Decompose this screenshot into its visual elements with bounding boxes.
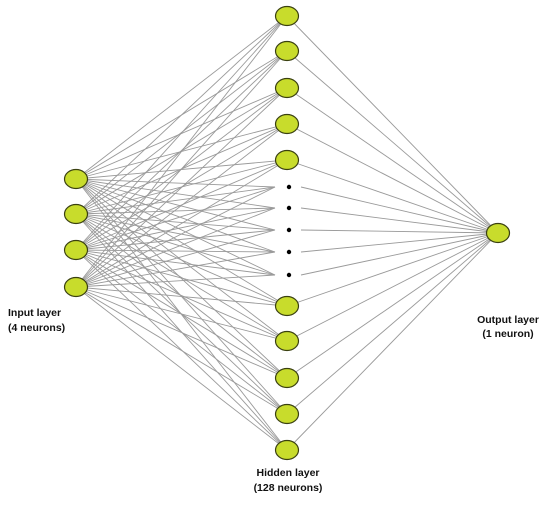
output-neuron: [485, 222, 511, 244]
hidden-neuron: [274, 77, 300, 99]
connection-input-hidden: [75, 251, 276, 288]
hidden-neuron: [274, 367, 300, 389]
hidden-neuron: [274, 403, 300, 425]
connection-input-hidden: [75, 213, 288, 379]
output-layer-title: Output layer: [477, 314, 539, 326]
connection-input-hidden: [75, 229, 276, 288]
input-neuron: [63, 203, 89, 225]
connection-input-hidden: [75, 213, 276, 253]
connection-input-hidden: [75, 15, 288, 288]
connection-hidden-output: [286, 123, 499, 234]
connection-hidden-output: [286, 50, 499, 234]
connection-hidden-output: [286, 159, 499, 234]
hidden-neuron: [274, 40, 300, 62]
ellipsis-group: [286, 184, 292, 278]
connection-input-hidden: [75, 286, 288, 451]
hidden-layer-title: Hidden layer: [256, 467, 319, 479]
ellipsis-dot: [286, 205, 292, 211]
connection-input-hidden: [75, 286, 288, 379]
connection-input-hidden: [75, 15, 288, 215]
ellipsis-dot: [286, 272, 292, 278]
input-neuron: [63, 276, 89, 298]
ellipsis-dot: [286, 184, 292, 190]
connection-input-hidden: [75, 178, 276, 188]
connection-input-hidden: [75, 286, 288, 415]
connection-hidden-output: [286, 232, 499, 415]
connection-input-hidden: [75, 249, 276, 276]
connection-input-hidden: [75, 178, 276, 276]
input-layer-count: (4 neurons): [8, 322, 65, 334]
connection-hidden-output: [286, 87, 499, 234]
hidden-neuron: [274, 439, 300, 461]
connection-hidden-output: [286, 232, 499, 379]
connection-input-hidden: [75, 249, 288, 342]
connection-input-hidden: [75, 286, 288, 342]
connection-input-hidden: [75, 50, 288, 288]
input-layer-title: Input layer: [8, 307, 61, 319]
hidden-neuron: [274, 113, 300, 135]
connection-input-hidden: [75, 159, 288, 288]
ellipsis-dot: [286, 227, 292, 233]
connection-input-hidden: [75, 186, 276, 215]
connection-hidden-output: [300, 232, 499, 276]
connection-hidden-output: [300, 232, 499, 253]
connection-input-hidden: [75, 178, 288, 307]
connection-hidden-output: [286, 232, 499, 307]
connection-input-hidden: [75, 207, 276, 215]
input-neuron: [63, 239, 89, 261]
connection-hidden-output: [300, 207, 499, 234]
connection-input-hidden: [75, 274, 276, 288]
connection-hidden-output: [286, 232, 499, 342]
connection-input-hidden: [75, 207, 276, 288]
input-neuron: [63, 168, 89, 190]
connection-input-hidden: [75, 15, 288, 251]
connection-input-hidden: [75, 213, 276, 276]
neurons-group: [63, 5, 511, 461]
connection-hidden-output: [300, 229, 499, 234]
connection-input-hidden: [75, 178, 288, 379]
hidden-neuron: [274, 330, 300, 352]
connection-input-hidden: [75, 15, 288, 180]
ellipsis-dot: [286, 249, 292, 255]
connection-input-hidden: [75, 87, 288, 288]
connection-input-hidden: [75, 286, 288, 307]
connection-input-hidden: [75, 123, 288, 288]
connection-input-hidden: [75, 213, 276, 231]
hidden-neuron: [274, 295, 300, 317]
connection-input-hidden: [75, 249, 276, 253]
connection-hidden-output: [286, 232, 499, 451]
connection-input-hidden: [75, 178, 276, 253]
connection-input-hidden: [75, 207, 276, 251]
connection-hidden-output: [300, 186, 499, 234]
output-layer-count: (1 neuron): [482, 328, 533, 340]
connection-input-hidden: [75, 229, 276, 251]
connection-input-hidden: [75, 186, 276, 288]
connections-group: [75, 15, 499, 451]
hidden-neuron: [274, 5, 300, 27]
connection-input-hidden: [75, 186, 276, 251]
connection-hidden-output: [286, 15, 499, 234]
hidden-neuron: [274, 149, 300, 171]
hidden-layer-count: (128 neurons): [254, 482, 323, 494]
